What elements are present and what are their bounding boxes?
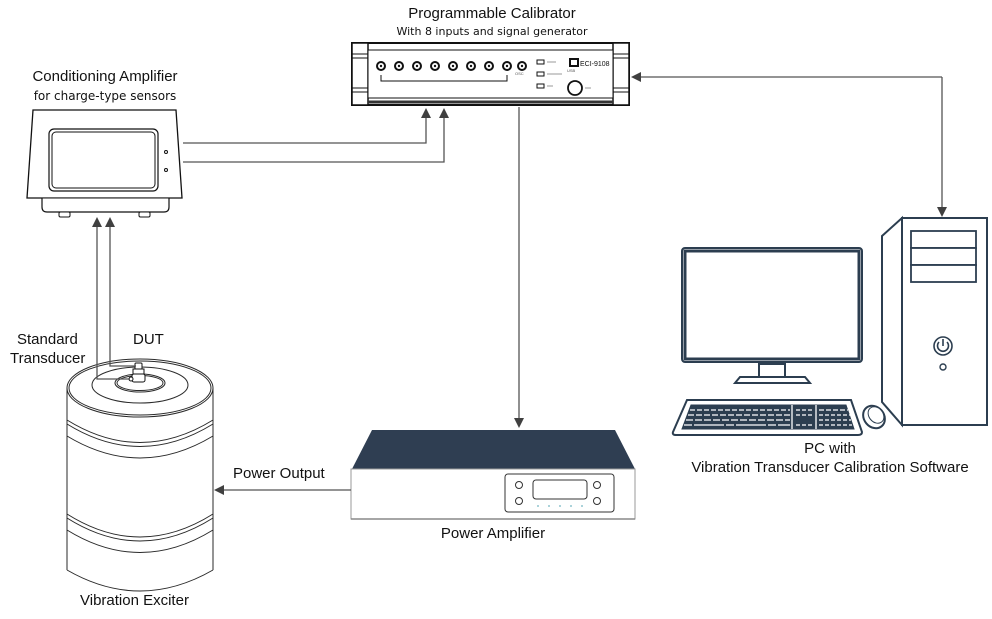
monitor: [681, 247, 863, 384]
calibrator-sublabel: With 8 inputs and signal generator: [396, 25, 588, 38]
power-amplifier-led-dots: [537, 505, 583, 507]
pc-label-line1: PC with: [804, 440, 856, 457]
power-amplifier[interactable]: [350, 430, 636, 520]
dut-to-cond-amp: [105, 217, 136, 367]
calibrator-label: Programmable Calibrator: [408, 5, 576, 22]
standard-transducer-label-line2: Transducer: [10, 350, 86, 367]
conditioning-amplifier-label: Conditioning Amplifier: [32, 68, 178, 85]
usb-label: USB: [567, 68, 576, 73]
mouse: [862, 404, 886, 430]
conditioning-amplifier-sublabel: for charge-type sensors: [33, 89, 177, 103]
calibrator-model: ECI-9108: [580, 61, 610, 68]
dut-sensor[interactable]: [128, 362, 146, 383]
pc-tower: [881, 215, 988, 428]
pc-label-line2: Vibration Transducer Calibration Softwar…: [691, 459, 969, 476]
standard-transducer-to-cond-amp: [92, 217, 130, 380]
pc[interactable]: [671, 215, 988, 436]
power-output-label: Power Output: [233, 465, 325, 482]
power-icon[interactable]: [933, 336, 953, 356]
power-amplifier-label: Power Amplifier: [440, 525, 546, 542]
conditioning-amplifier[interactable]: [26, 109, 183, 218]
connection-lines: [92, 72, 947, 495]
cond-amp-to-calibrator-2: [183, 108, 449, 163]
standard-transducer-label-line1: Standard: [17, 331, 78, 348]
cond-amp-to-calibrator-1: [183, 108, 431, 144]
usb-port-icon: [569, 58, 579, 67]
osc-label: OSC: [515, 71, 524, 76]
calibrator-indicator-leds: [536, 59, 562, 89]
programmable-calibrator[interactable]: [351, 42, 630, 106]
vibration-exciter-label: Vibration Exciter: [80, 592, 189, 609]
vibration-exciter[interactable]: [66, 358, 214, 592]
calibrator-knob[interactable]: [567, 80, 591, 96]
bnc-input-connectors: [376, 61, 527, 82]
keyboard: [671, 399, 864, 436]
dut-label: DUT: [133, 331, 164, 348]
